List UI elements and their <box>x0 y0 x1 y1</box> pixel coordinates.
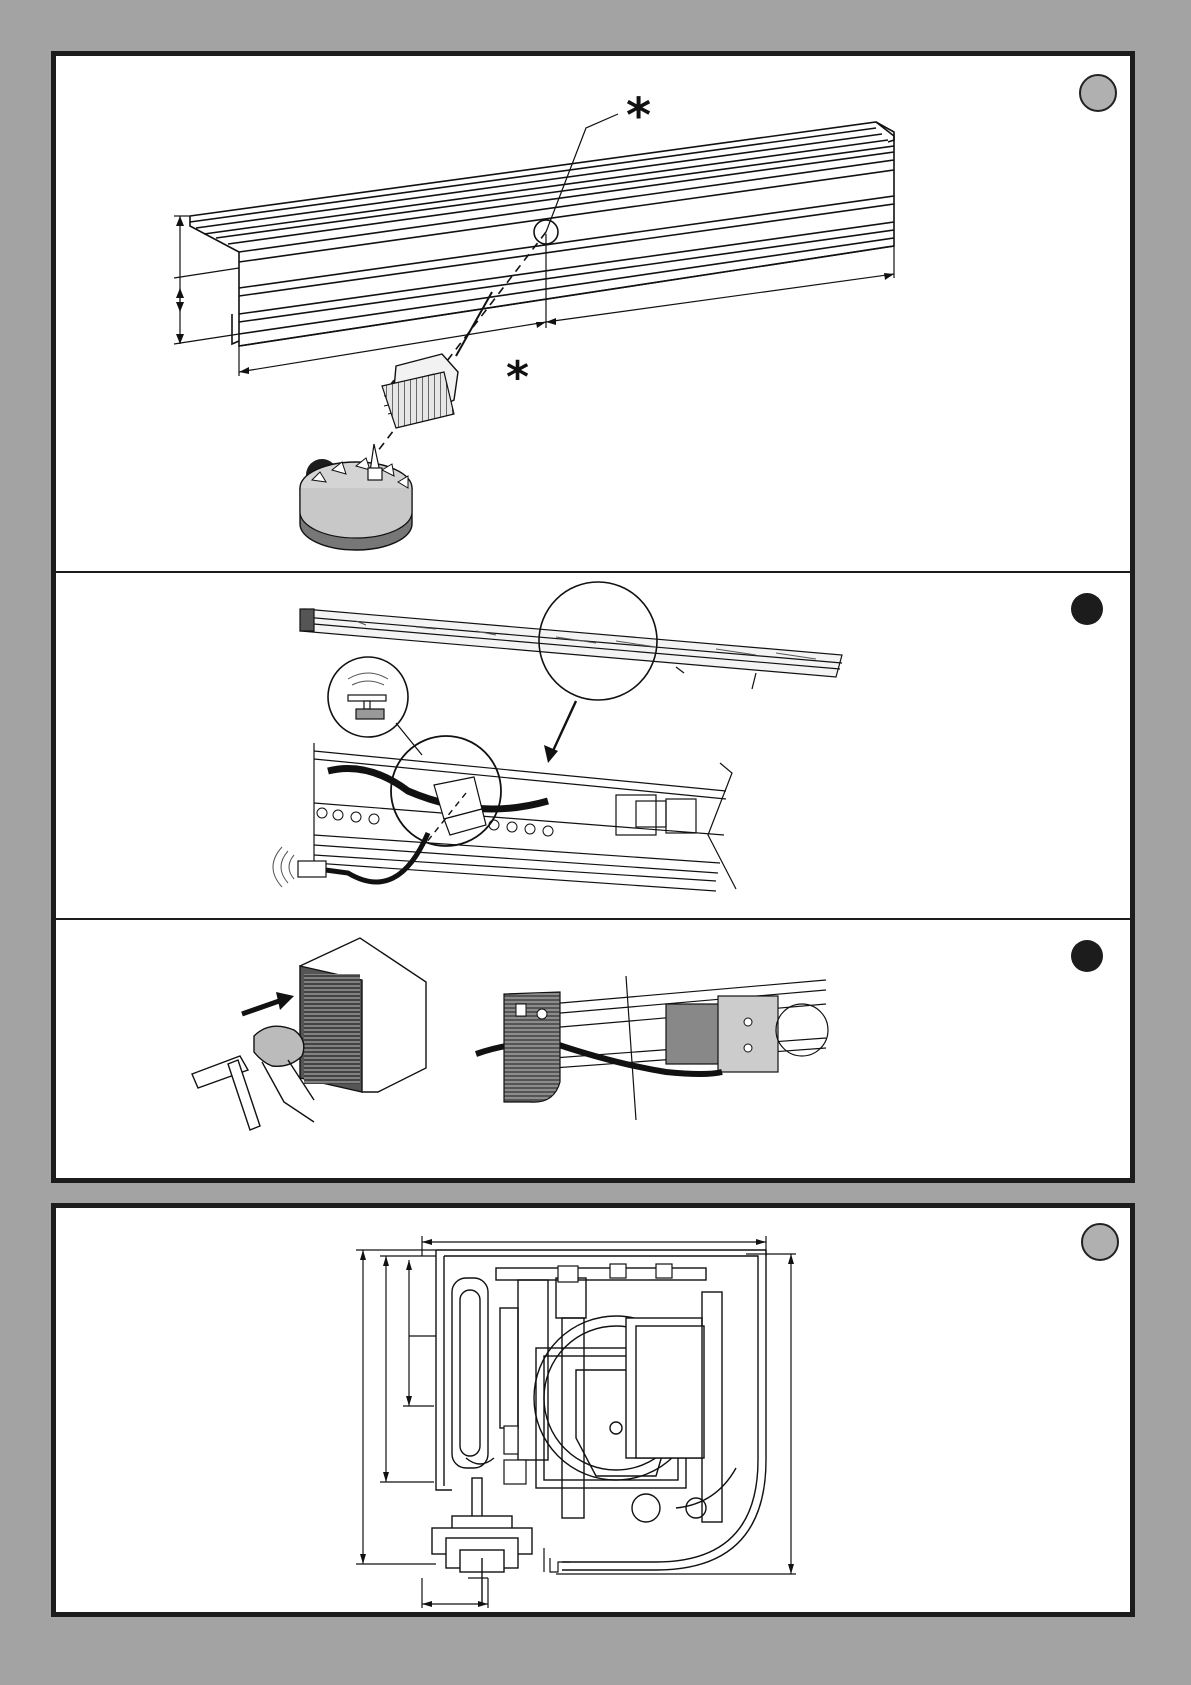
instruction-frame-top: * * <box>51 51 1135 1183</box>
instruction-frame-bottom <box>51 1203 1135 1617</box>
hole-saw-icon <box>300 444 412 550</box>
arrow-icon <box>242 992 294 1014</box>
panel-sensor-cable <box>56 573 1130 918</box>
motor-unit-drawing <box>56 573 1130 918</box>
hammer-icon <box>192 1056 260 1130</box>
cross-section-drawing <box>56 1208 1130 1612</box>
drill-chuck-icon <box>382 292 492 428</box>
panel-end-cap <box>56 920 1130 1178</box>
end-cap-drawing <box>56 920 1130 1178</box>
profile-drawing <box>56 56 1130 571</box>
panel-drilling-profile: * * <box>56 56 1130 571</box>
